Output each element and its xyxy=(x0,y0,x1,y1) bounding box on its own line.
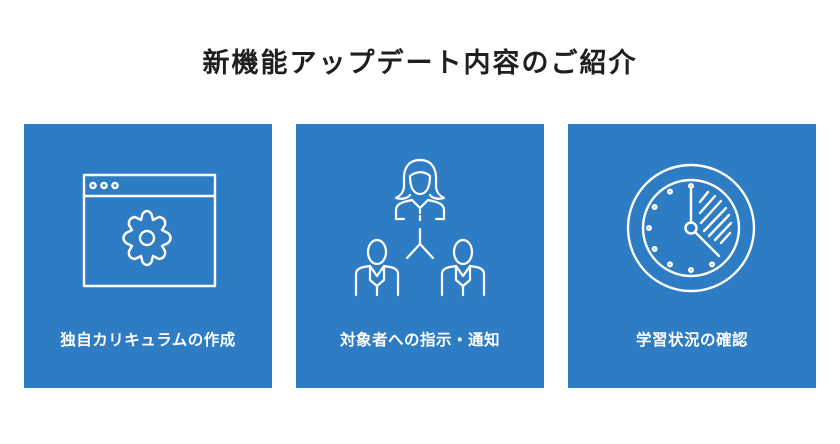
feature-label: 独自カリキュラムの作成 xyxy=(60,331,236,349)
feature-card-custom-curriculum: 独自カリキュラムの作成 xyxy=(24,124,272,388)
woman-figure xyxy=(394,158,446,222)
feature-card-instructions-notifications: 対象者への指示・通知 xyxy=(296,124,544,388)
feature-card-learning-status: 学習状況の確認 xyxy=(568,124,816,388)
man-figure-right xyxy=(440,238,486,297)
feature-label: 学習状況の確認 xyxy=(635,331,748,349)
feature-label: 対象者への指示・通知 xyxy=(339,331,500,349)
people-hierarchy-icon xyxy=(354,158,486,297)
page-title: 新機能アップデート内容のご紹介 xyxy=(202,48,638,79)
browser-gear-icon xyxy=(82,173,217,288)
clock-icon xyxy=(626,163,756,293)
man-figure-left xyxy=(354,238,400,297)
